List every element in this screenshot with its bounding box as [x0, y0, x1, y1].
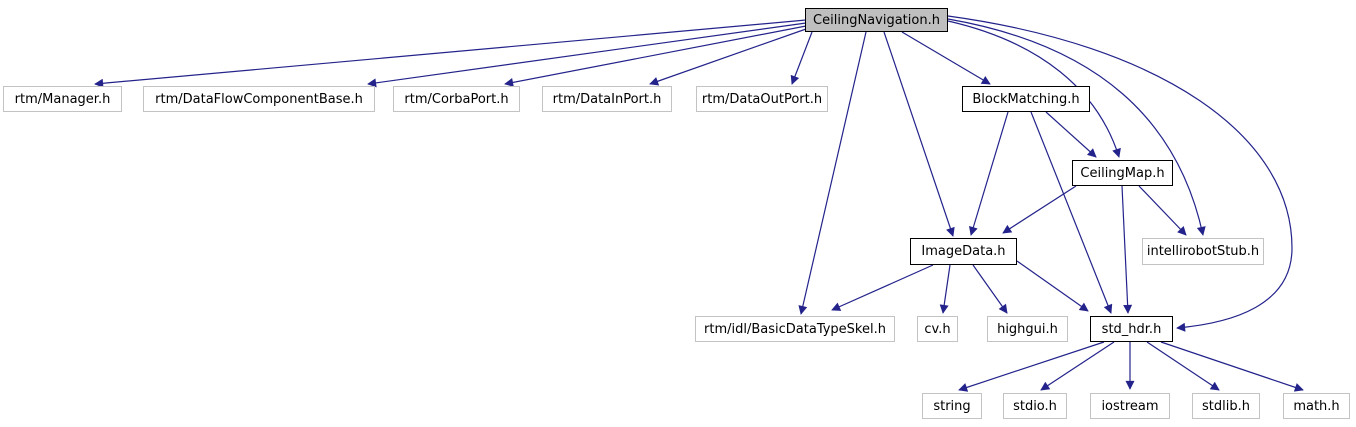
- edge-root-dfcb: [367, 22, 807, 88]
- edge-root-dataoutport: [790, 31, 813, 85]
- node-rtm-dataflowcomponentbase: rtm/DataFlowComponentBase.h: [143, 86, 375, 112]
- node-iostream: iostream: [1090, 393, 1170, 419]
- edge-root-corbaport: [504, 25, 807, 87]
- node-math: math.h: [1283, 393, 1350, 419]
- edge-imagedata-highgui: [972, 264, 1008, 314]
- node-ceiling-navigation: CeilingNavigation.h: [805, 8, 948, 32]
- edge-blockmatching-stdhdr: [1030, 111, 1113, 314]
- node-std-hdr[interactable]: std_hdr.h: [1090, 316, 1173, 342]
- node-cv: cv.h: [917, 316, 958, 342]
- node-stdlib: stdlib.h: [1192, 393, 1260, 419]
- node-ceilingmap[interactable]: CeilingMap.h: [1072, 160, 1173, 186]
- node-highgui: highgui.h: [987, 316, 1068, 342]
- edge-root-basicdatatypeskel: [798, 31, 867, 315]
- node-blockmatching[interactable]: BlockMatching.h: [962, 86, 1090, 112]
- edge-root-datainport: [649, 28, 807, 86]
- edge-blockmatching-imagedata: [969, 111, 1009, 236]
- edge-root-blockmatching: [901, 31, 991, 85]
- node-rtm-datainport: rtm/DataInPort.h: [542, 86, 672, 112]
- node-intellirobotstub: intellirobotStub.h: [1142, 238, 1264, 265]
- node-rtm-idl-basicdatatypeskel: rtm/idl/BasicDataTypeSkel.h: [695, 316, 895, 342]
- edge-blockmatching-ceilingmap: [1045, 111, 1097, 158]
- node-string: string: [922, 393, 982, 419]
- edge-root-imagedata: [883, 31, 955, 237]
- edge-imagedata-basicdatatypeskel: [831, 264, 934, 311]
- edge-root-ceilingmap: [947, 20, 1121, 158]
- edge-ceilingmap-intellirobotstub: [1138, 185, 1187, 236]
- node-stdio: stdio.h: [1003, 393, 1067, 419]
- edge-stdhdr-stdio: [1040, 341, 1115, 391]
- edge-stdhdr-stdlib: [1146, 341, 1220, 391]
- edge-stdhdr-math: [1160, 341, 1304, 392]
- edge-stdhdr-string: [958, 341, 1105, 392]
- node-imagedata[interactable]: ImageData.h: [910, 238, 1017, 265]
- edge-ceilingmap-stdhdr: [1121, 185, 1133, 314]
- edge-imagedata-cv: [939, 264, 951, 314]
- edge-imagedata-stdhdr: [1016, 260, 1089, 312]
- edge-root-intellirobotstub: [947, 18, 1206, 236]
- edge-root-stdhdr: [947, 15, 1293, 332]
- node-rtm-manager: rtm/Manager.h: [3, 86, 122, 112]
- node-rtm-dataoutport: rtm/DataOutPort.h: [696, 86, 828, 112]
- node-rtm-corbaport: rtm/CorbaPort.h: [393, 86, 520, 112]
- edge-root-manager: [94, 19, 807, 88]
- edge-ceilingmap-imagedata: [1002, 185, 1077, 234]
